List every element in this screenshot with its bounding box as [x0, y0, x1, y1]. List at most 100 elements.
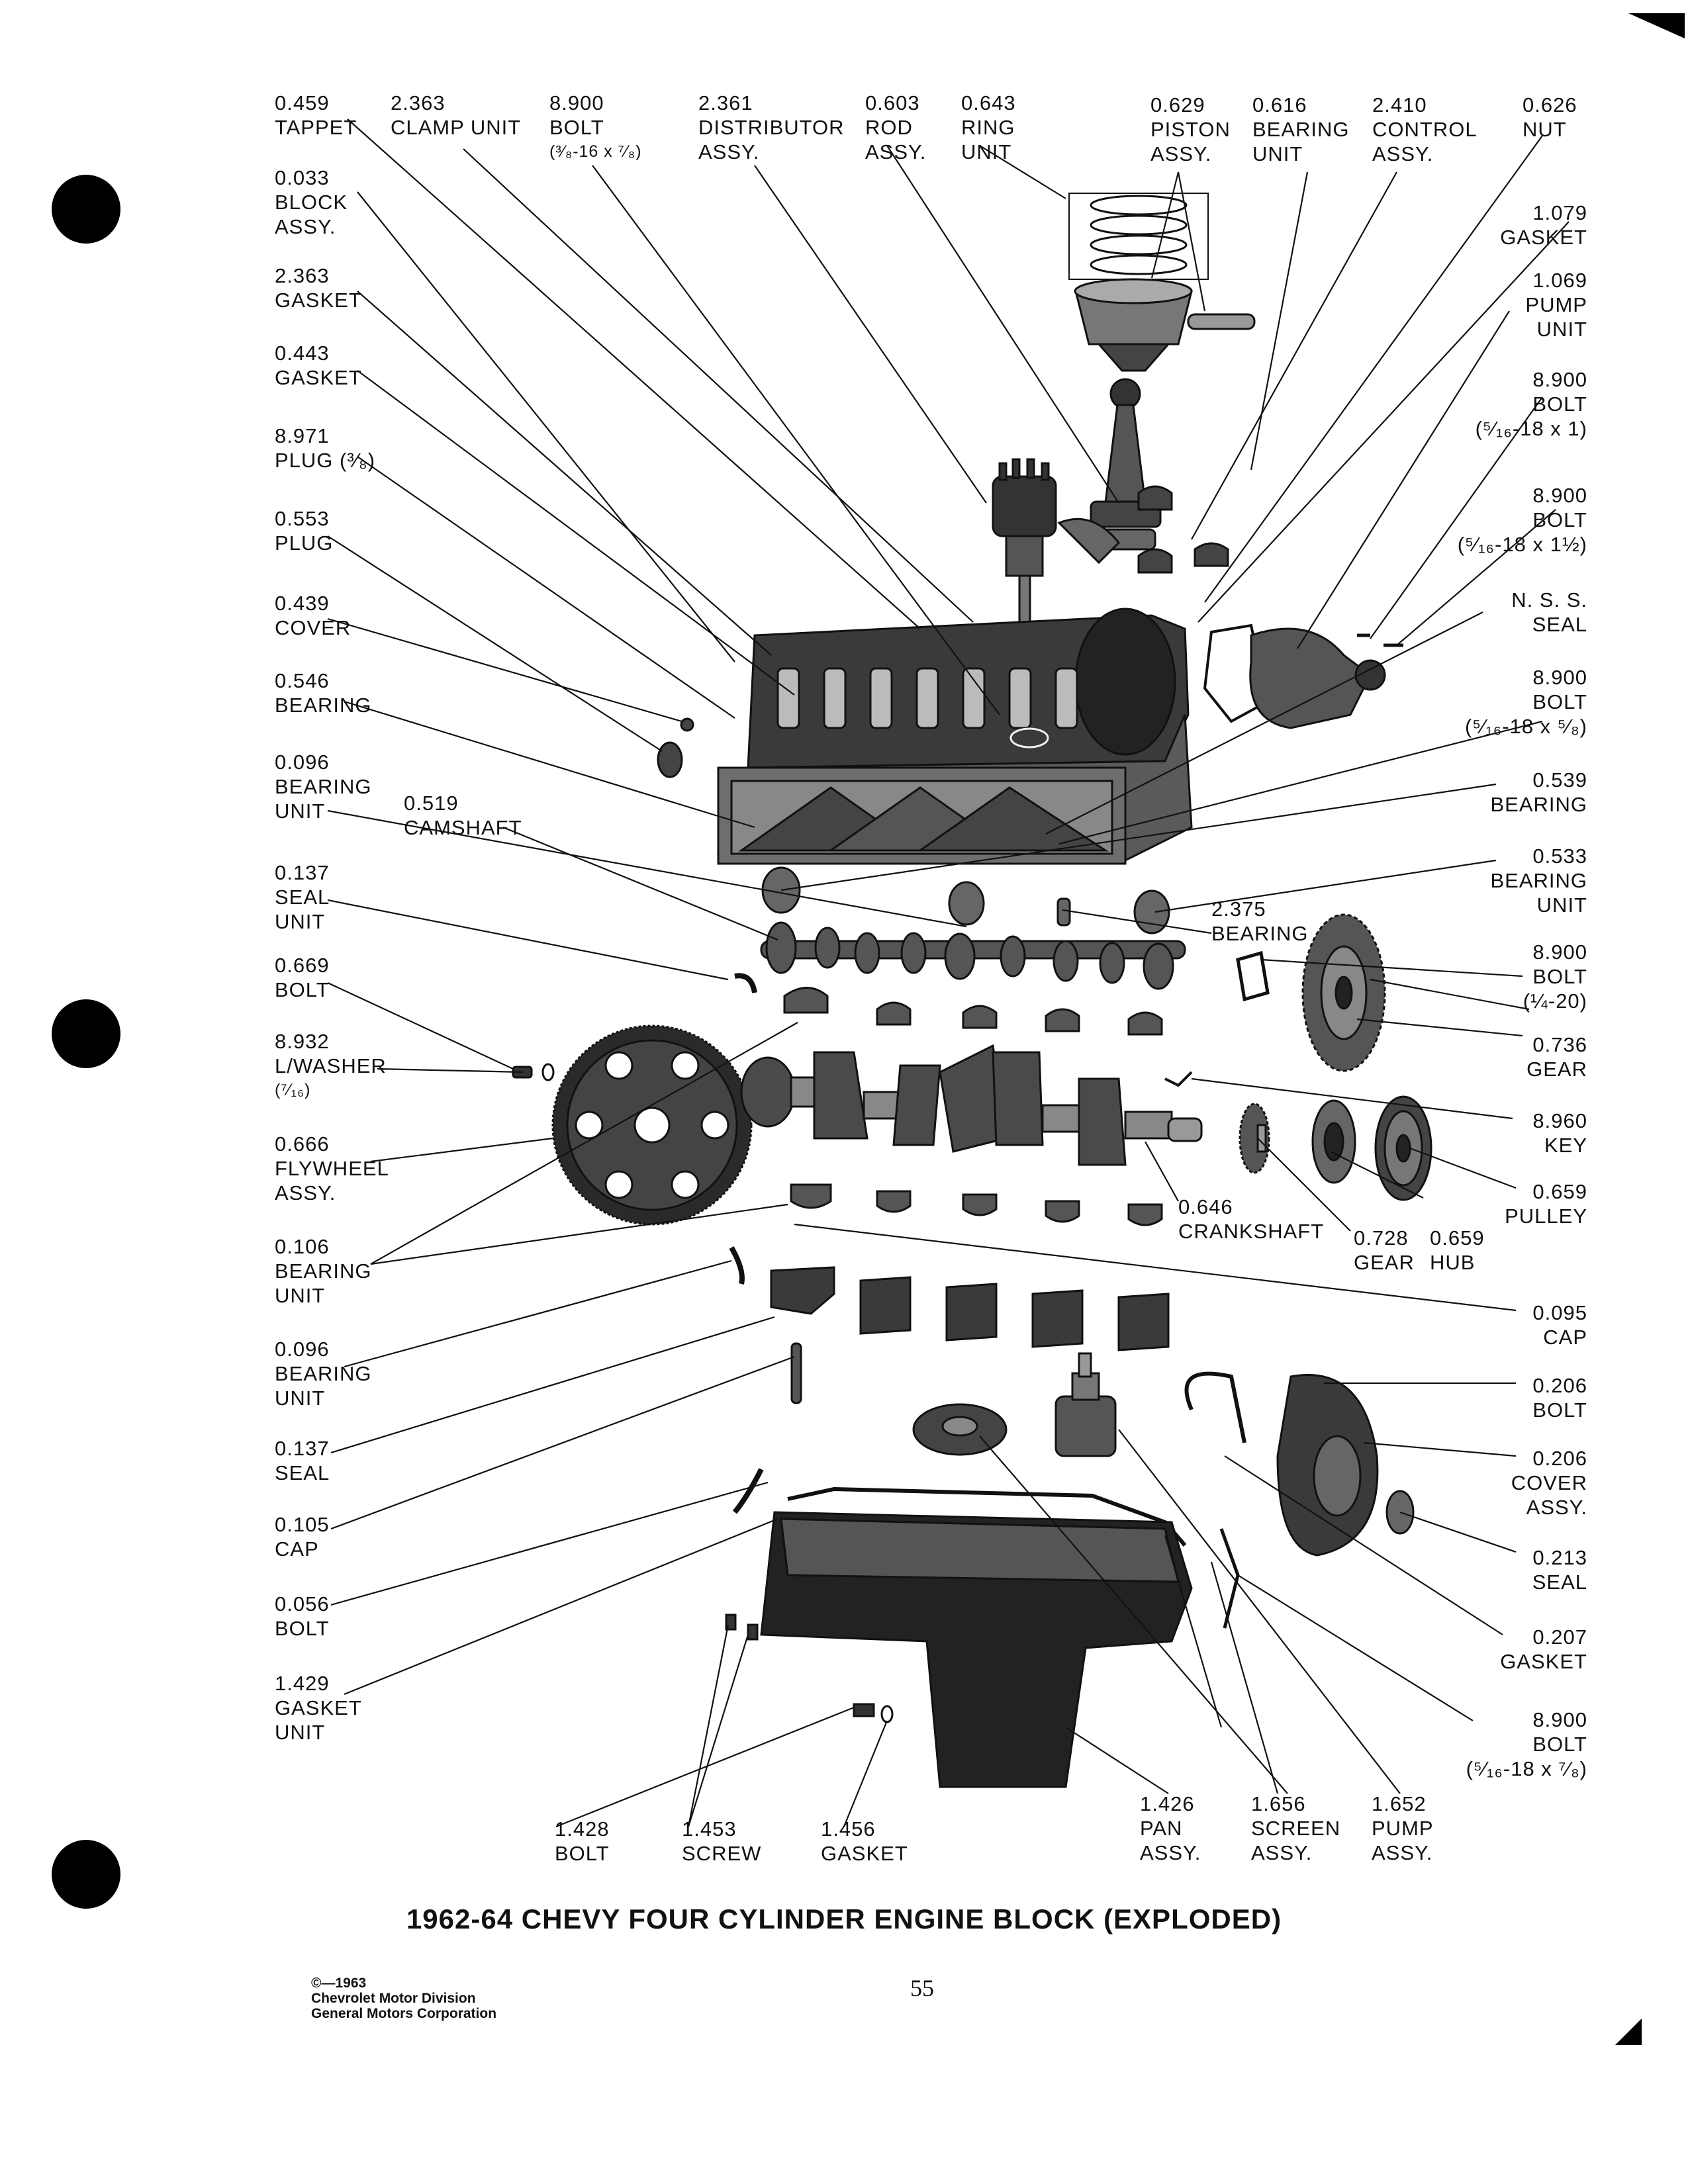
- expansion-plugs-drawing: [657, 717, 694, 778]
- front-cover-gasket-drawing: [1184, 1371, 1246, 1443]
- label-nss-seal: N. S. S.SEAL: [1511, 588, 1587, 636]
- copyright-notice: ©—1963 Chevrolet Motor Division General …: [311, 1976, 496, 2021]
- upper-main-bearings-drawing: [783, 987, 1163, 1036]
- cam-gear-drawing: [1236, 913, 1386, 1072]
- pan-gasket-seal-drawing: [732, 1468, 764, 1514]
- corner-mark-top: [1628, 13, 1685, 38]
- distributor-drawing: [992, 458, 1121, 643]
- binder-hole-middle: [52, 999, 120, 1068]
- piston-drawing: [1074, 278, 1193, 372]
- lower-main-bearings-drawing: [790, 1183, 1163, 1226]
- oil-pan-drawing: [760, 1511, 1193, 1788]
- leader-lines: [327, 118, 1570, 1828]
- lower-rear-seal-drawing: [729, 1246, 745, 1285]
- ring-set-drawing: [1068, 193, 1209, 280]
- corner-mark-bottom: [1615, 2019, 1642, 2045]
- binder-hole-top: [52, 175, 120, 244]
- crankshaft-drawing: [740, 1044, 1203, 1166]
- page-title: 1962-64 CHEVY FOUR CYLINDER ENGINE BLOCK…: [406, 1903, 1282, 1934]
- copyright-division: Chevrolet Motor Division: [311, 1991, 476, 2006]
- copyright-year: ©—1963: [311, 1976, 367, 1991]
- oil-pump-drawing: [1055, 1352, 1117, 1457]
- pulley-drawing: [1374, 1095, 1432, 1201]
- page-number: 55: [910, 1975, 934, 2001]
- crank-gear-drawing: [1239, 1103, 1270, 1174]
- cap-bolt-drawing: [790, 1342, 802, 1404]
- water-pump-drawing: [1203, 623, 1403, 729]
- rear-seal-drawing: [734, 973, 757, 993]
- timing-cover-drawing: [1276, 1374, 1379, 1557]
- engine-block-drawing: [716, 608, 1193, 865]
- rod-bearing-halves-drawing: [1137, 485, 1229, 574]
- camshaft-drawing: [760, 921, 1186, 990]
- copyright-corporation: General Motors Corporation: [311, 2006, 497, 2021]
- crank-key-drawing: [1164, 1071, 1193, 1087]
- binder-hole-bottom: [52, 1840, 120, 1909]
- harmonic-hub-drawing: [1311, 1099, 1356, 1184]
- flywheel-drawing: [551, 1024, 753, 1226]
- connecting-rod-drawing: [1090, 378, 1162, 551]
- oil-screen-drawing: [912, 1403, 1008, 1456]
- piston-pin-drawing: [1187, 313, 1256, 330]
- main-bearing-caps-drawing: [770, 1266, 1170, 1351]
